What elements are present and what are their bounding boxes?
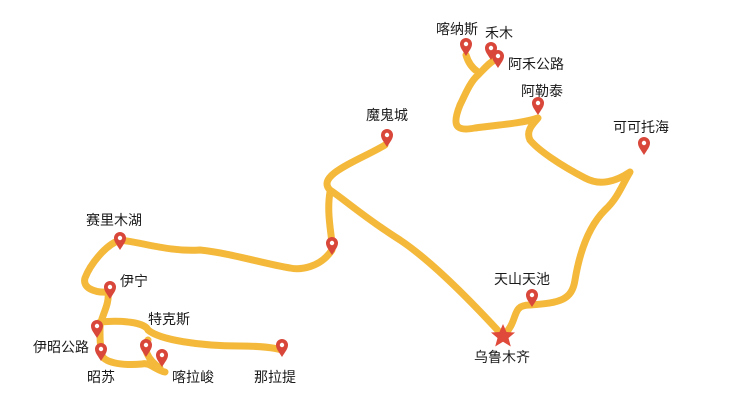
pin-icon-yizhao-road [95,343,107,361]
label-urumqi: 乌鲁木齐 [474,350,530,366]
pin-icon-ghost-city [381,129,393,147]
label-tianchi: 天山天池 [494,272,550,288]
pin-icon-sayram-lake [114,232,126,250]
pin-icon-zhaosu [140,339,152,357]
pin-icon-nalati [276,339,288,357]
pin-icon-middle-stop [326,237,338,255]
label-ghost-city: 魔鬼城 [366,108,408,124]
pin-icon-koktokay [638,137,650,155]
label-sayram-lake: 赛里木湖 [86,213,142,229]
label-koktokay: 可可托海 [613,120,669,136]
label-altay: 阿勒泰 [521,84,563,100]
label-yizhao-road: 伊昭公路 [33,340,89,356]
pin-icon-altay [532,97,544,115]
label-nalati: 那拉提 [254,370,296,386]
pin-icon-kanas [460,38,472,56]
pin-icon-hemu [485,42,497,60]
label-kanas: 喀纳斯 [436,22,478,38]
pin-icon-tekes-1 [91,320,103,338]
label-yining: 伊宁 [120,274,148,290]
label-tekes: 特克斯 [148,312,190,328]
urumqi-star-marker [491,324,515,347]
label-zhaosu: 昭苏 [87,370,115,386]
pin-icon-kalajun [156,349,168,367]
pin-icon-ahe-road [492,50,504,68]
label-kalajun: 喀拉峻 [172,370,214,386]
label-hemu: 禾木 [485,26,513,42]
pin-icon-yining [104,281,116,299]
pin-icon-tianchi [526,289,538,307]
label-ahe-road: 阿禾公路 [508,57,564,73]
